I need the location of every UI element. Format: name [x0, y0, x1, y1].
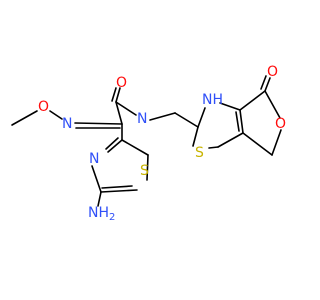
atom-o-lactone-carbonyl: O — [267, 64, 278, 80]
atom-o-amide: O — [116, 75, 127, 91]
bond-thz-1 — [107, 139, 123, 153]
bond-c-o-amide — [115, 87, 121, 103]
bond-o-ch2 — [271, 129, 282, 156]
bond-c-ch2 — [217, 132, 244, 148]
bond-c-nh — [197, 107, 206, 128]
bond-thz-2 — [91, 165, 102, 193]
bond-ch2-s — [208, 146, 219, 149]
bond-carbonyl-n — [115, 101, 137, 116]
bond-lac-co — [264, 77, 271, 92]
atom-labels: O N O H N N S NH2 NH S O O — [38, 64, 286, 223]
bond-thz-4 — [146, 154, 149, 181]
bond-thz-3b — [101, 185, 133, 189]
bond-c-c-ring — [239, 109, 244, 134]
atom-s-ring: S — [195, 145, 204, 161]
bonds — [11, 75, 282, 207]
atom-nh2-label: NH — [88, 205, 109, 221]
atom-nh2: NH2 — [88, 205, 115, 223]
atom-nh-ring: NH — [202, 92, 223, 108]
bond-n-c — [74, 122, 123, 125]
bond-ch2-c — [242, 132, 273, 156]
atom-n-oxime: N — [62, 116, 72, 132]
atom-o-methoxy: O — [38, 99, 49, 115]
bond-c-carbonyl — [115, 101, 123, 125]
molecule-structure: O N O H N N S NH2 NH S O O — [11, 64, 286, 223]
bond-s-c — [192, 126, 199, 147]
bond-c-carbonyl-lac — [239, 90, 266, 111]
bond-thz-3 — [100, 189, 138, 193]
atom-n-amide: N — [137, 111, 147, 127]
bond-n-ch2 — [149, 112, 176, 121]
bond-lac-o — [264, 90, 281, 119]
bond-lac-co-double — [260, 75, 267, 90]
bond-thz-1b — [105, 137, 119, 150]
bond-c-c-ring-double — [235, 111, 240, 132]
bond-nh-c — [219, 102, 241, 111]
bond-o-n — [49, 110, 63, 120]
atom-o-lactone-ring: O — [275, 116, 286, 132]
bond-methyl-o — [11, 110, 38, 126]
atom-s-thiazole: S — [140, 163, 149, 179]
atom-nh2-sub: 2 — [109, 212, 115, 223]
bond-ch2-ring — [174, 112, 199, 128]
atom-n-thiazole: N — [89, 151, 99, 167]
bond-thz-nh2 — [97, 191, 102, 207]
bond-c-o-amide-double — [111, 87, 117, 102]
bond-thz-5 — [121, 139, 149, 156]
